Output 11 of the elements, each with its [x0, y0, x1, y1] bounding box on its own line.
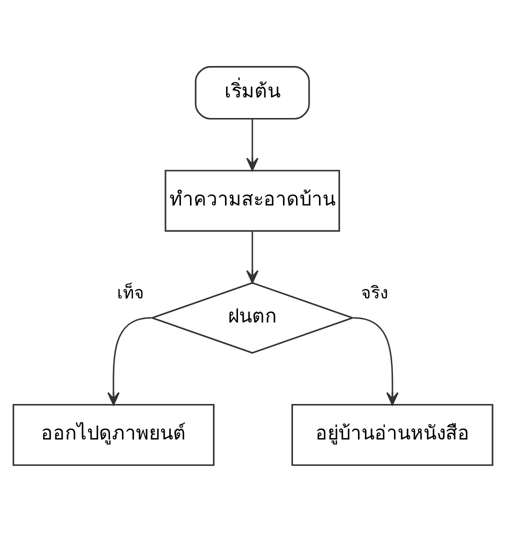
node-box: อยู่บ้านอ่านหนังสือ	[291, 403, 494, 466]
node-box: เริ่มต้น	[194, 66, 310, 119]
arrow	[246, 231, 259, 283]
arrow	[354, 316, 399, 405]
arrow	[246, 118, 259, 170]
edge-label: เท็จ	[116, 283, 144, 302]
node-box: ออกไปดูภาพยนต์	[12, 403, 215, 466]
arrow	[107, 316, 152, 405]
edge-label: จริง	[360, 283, 388, 302]
node-diamond: ฝนตก	[150, 282, 355, 354]
node-box: ทำความสะอาดบ้าน	[164, 169, 340, 232]
